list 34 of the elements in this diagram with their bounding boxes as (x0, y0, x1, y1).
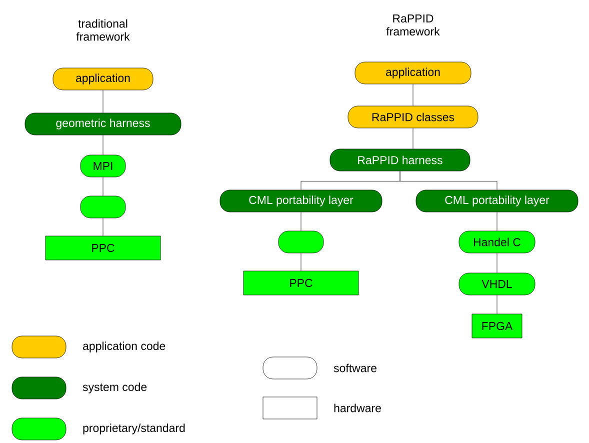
software-box: RaPPID harness (330, 148, 470, 172)
hardware-box: FPGA (472, 314, 522, 338)
legend-label: application code (83, 342, 166, 352)
legend-label: software (334, 364, 376, 372)
connector-line (412, 84, 414, 106)
legend-label: proprietary/standard (83, 424, 185, 434)
software-box: application (52, 68, 154, 90)
connector-line (496, 253, 498, 273)
connector-line (102, 90, 104, 113)
connector-line (300, 212, 302, 231)
software-box: Handel C (458, 230, 536, 254)
connector-line (300, 253, 302, 271)
connector-line (412, 128, 414, 149)
software-box: VHDL (458, 272, 536, 296)
connector-line (496, 295, 498, 314)
software-box: CML portability layer (220, 190, 382, 212)
connector-line (102, 177, 104, 196)
connector-line (496, 212, 498, 231)
software-box: geometric harness (24, 112, 182, 136)
software-box: RaPPID classes (348, 106, 478, 128)
legend-label: system code (82, 382, 147, 394)
connector-line (102, 218, 104, 236)
column-heading: traditional framework (76, 19, 130, 41)
empty-box (278, 230, 324, 254)
software-box: application (354, 62, 472, 84)
software-box: MPI (80, 154, 126, 178)
connector-line (102, 135, 104, 155)
legend-label: hardware (334, 404, 381, 412)
empty-box (80, 196, 126, 218)
software-box: CML portability layer (416, 190, 578, 212)
connector-line (400, 171, 498, 190)
hardware-box: PPC (243, 270, 359, 296)
hardware-box: PPC (45, 236, 161, 260)
column-heading: RaPPID framework (386, 14, 440, 36)
